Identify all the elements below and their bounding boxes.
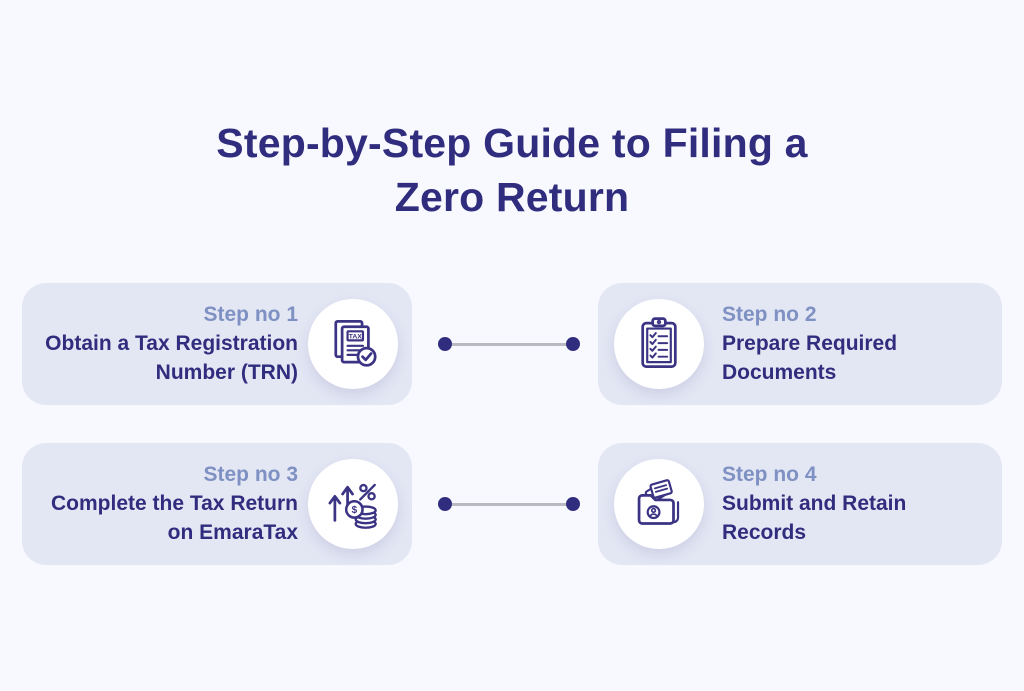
step-card-3: Step no 3 Complete the Tax Return on Ema…: [22, 443, 412, 565]
checklist-clipboard-icon: [641, 317, 677, 369]
step-2-label: Step no 2: [722, 303, 817, 326]
step-4-title: Submit and Retain Records: [722, 492, 907, 544]
step-card-1: Step no 1 Obtain a Tax Registration Numb…: [22, 283, 412, 405]
step-1-text: Step no 1 Obtain a Tax Registration Numb…: [22, 301, 298, 387]
connector-dot-right: [566, 497, 580, 511]
page-title-line-1: Step-by-Step Guide to Filing a: [216, 120, 808, 166]
step-card-4: Step no 4 Submit and Retain Records: [598, 443, 1002, 565]
step-card-2: Step no 2 Prepare Required Documents: [598, 283, 1002, 405]
step-3-title: Complete the Tax Return on EmaraTax: [51, 492, 298, 544]
step-3-text: Step no 3 Complete the Tax Return on Ema…: [22, 461, 298, 547]
step-1-icon-circle: TAX: [308, 299, 398, 389]
connector-dot-right: [566, 337, 580, 351]
connector-row-2: [438, 497, 580, 511]
step-2-text: Step no 2 Prepare Required Documents: [722, 301, 1002, 387]
connector-dot-left: [438, 497, 452, 511]
tax-documents-icon: TAX: [334, 319, 377, 367]
folder-records-icon: [637, 479, 680, 525]
connector-line: [452, 502, 566, 506]
connector-dot-left: [438, 337, 452, 351]
growth-coins-icon: $: [328, 483, 377, 529]
page-title: Step-by-Step Guide to Filing a Zero Retu…: [0, 116, 1024, 224]
step-1-label: Step no 1: [203, 303, 298, 326]
step-2-icon-circle: [614, 299, 704, 389]
step-4-label: Step no 4: [722, 463, 817, 486]
step-3-icon-circle: $: [308, 459, 398, 549]
step-4-icon-circle: [614, 459, 704, 549]
page-title-line-2: Zero Return: [394, 174, 630, 220]
dollar-sign-text: $: [352, 505, 358, 516]
connector-row-1: [438, 337, 580, 351]
tax-label-text: TAX: [349, 333, 363, 340]
step-2-title: Prepare Required Documents: [722, 332, 898, 384]
connector-line: [452, 342, 566, 346]
step-3-label: Step no 3: [203, 463, 298, 486]
step-4-text: Step no 4 Submit and Retain Records: [722, 461, 1002, 547]
step-1-title: Obtain a Tax Registration Number (TRN): [45, 332, 298, 384]
